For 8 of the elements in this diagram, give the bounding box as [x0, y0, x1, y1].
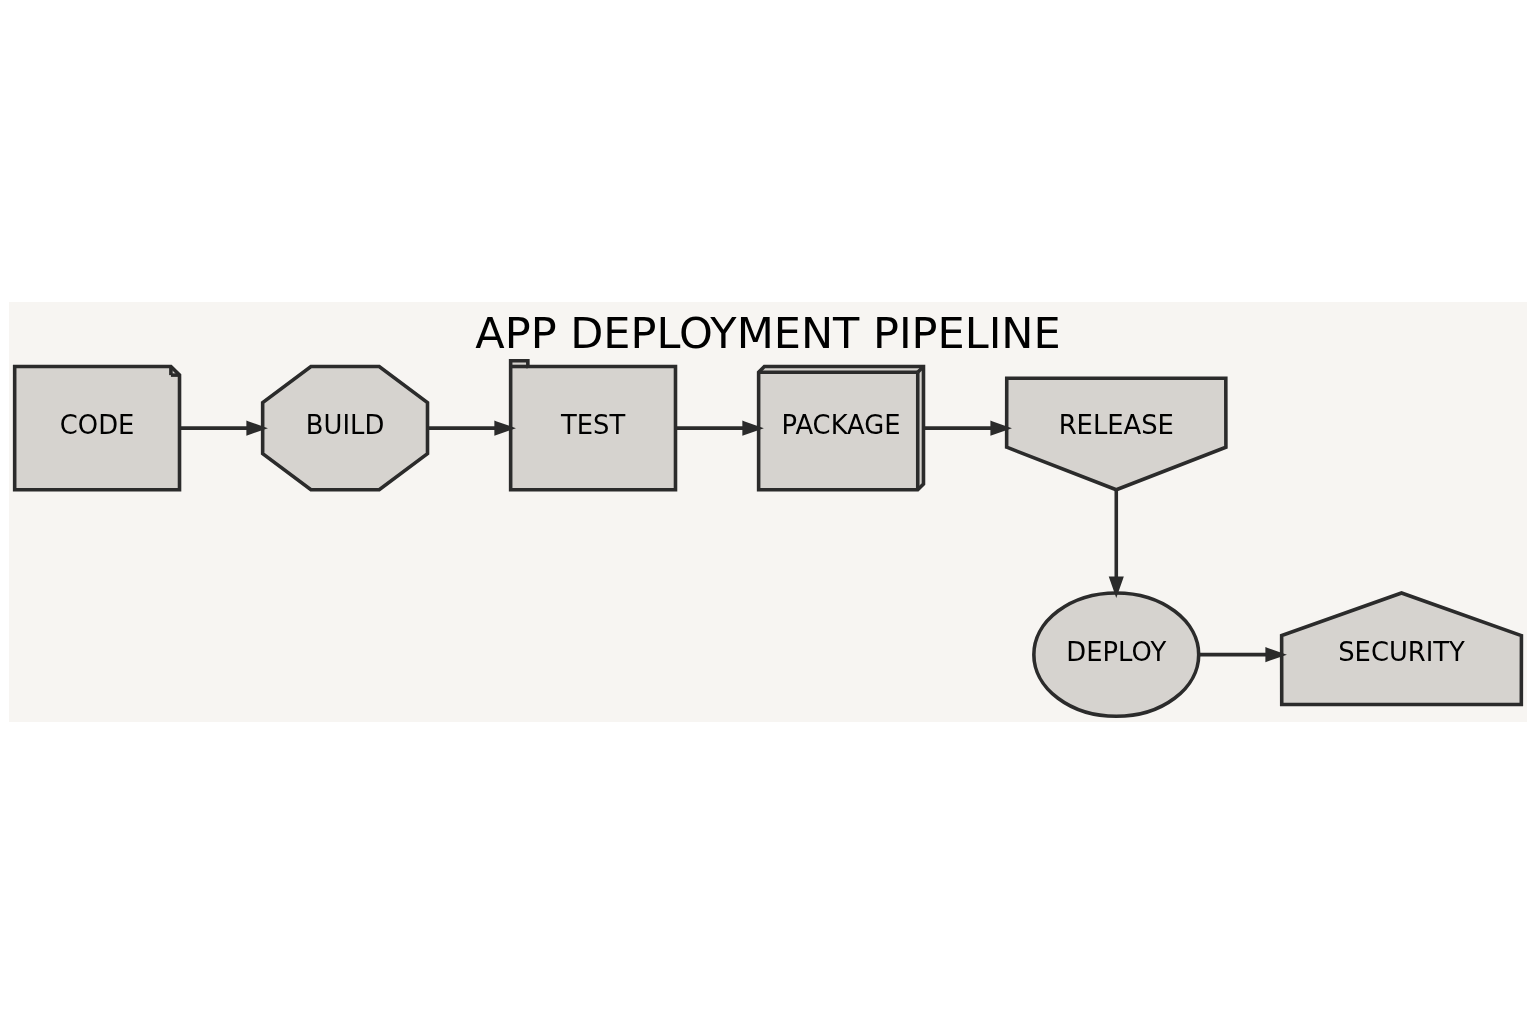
diagram-title: APP DEPLOYMENT PIPELINE [475, 307, 1061, 358]
arrow [1108, 490, 1124, 599]
node-ellipse: DEPLOY [1032, 591, 1201, 719]
arrow [1198, 647, 1287, 663]
arrow [179, 420, 268, 436]
arrow [427, 420, 516, 436]
arrow [675, 420, 764, 436]
arrow [923, 420, 1012, 436]
